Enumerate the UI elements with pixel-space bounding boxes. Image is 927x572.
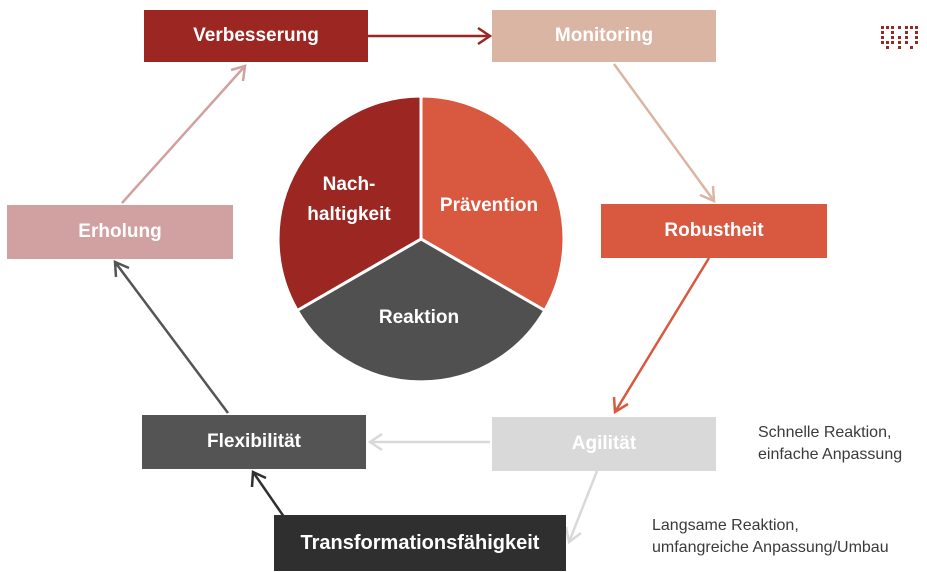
note-transformation-line1: Langsame Reaktion, [652,517,799,534]
university-logo-icon [881,26,918,49]
box-erholung-label: Erholung [78,221,162,242]
box-transformationsfaehigkeit: Transformationsfähigkeit [274,515,566,571]
box-monitoring: Monitoring [492,10,716,62]
arrow-monitoring-robustheit [612,63,716,203]
note-agilitaet: Schnelle Reaktion, einfache Anpassung [758,422,902,466]
pie-label-reaktion: Reaktion [379,307,459,328]
arrow-verbesserung-monitoring [368,26,493,46]
box-agilitaet-label: Agilität [571,433,637,454]
pie-segment-nachhaltigkeit [276,94,423,313]
pie-label-praevention: Prävention [440,195,538,216]
box-robustheit: Robustheit [601,204,827,258]
box-verbesserung: Verbesserung [144,10,368,62]
arrow-flexibilitaet-erholung [113,260,230,414]
pie-label-nachhaltigkeit-1: Nach- [323,174,376,195]
arrow-agilitaet-transformation [564,470,599,545]
pie-chart: Nach- haltigkeit Prävention Reaktion [276,94,566,384]
note-agilitaet-line2: einfache Anpassung [758,446,903,463]
note-transformation-line2: umfangreiche Anpassung/Umbau [652,539,889,556]
box-monitoring-label: Monitoring [554,25,654,46]
box-transformationsfaehigkeit-label: Transformationsfähigkeit [300,531,540,554]
arrow-agilitaet-flexibilitaet [367,432,490,452]
box-robustheit-label: Robustheit [664,220,764,241]
note-transformation: Langsame Reaktion, umfangreiche Anpassun… [652,515,889,559]
pie-label-nachhaltigkeit-2: haltigkeit [307,204,391,225]
box-verbesserung-label: Verbesserung [193,25,319,46]
box-flexibilitaet-label: Flexibilität [207,431,301,452]
pie-segment-praevention [419,94,566,313]
arrow-erholung-verbesserung [121,64,247,204]
note-agilitaet-line1: Schnelle Reaktion, [758,424,892,441]
box-agilitaet: Agilität [492,417,716,471]
pie-segment-reaktion [295,237,547,384]
arrow-robustheit-agilitaet [612,257,711,415]
box-flexibilitaet: Flexibilität [142,415,366,469]
box-erholung: Erholung [7,205,233,259]
